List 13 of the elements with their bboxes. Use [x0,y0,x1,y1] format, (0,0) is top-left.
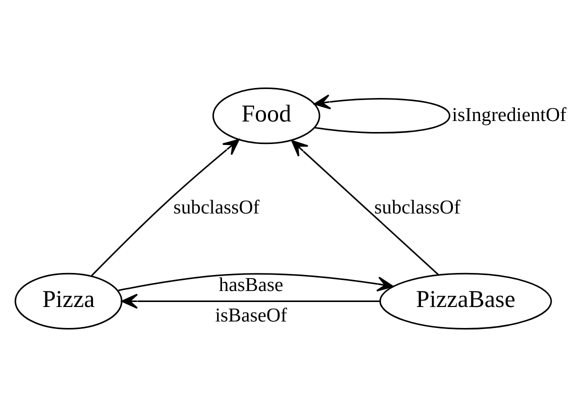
edge-label: subclassOf [374,198,460,219]
edge-label: subclassOf [173,198,260,219]
arrow [121,294,380,309]
arrow [91,138,240,276]
arrow [314,94,450,134]
node-ellipse: Food [212,87,320,144]
arrow [291,140,439,276]
arrow [118,273,394,292]
edge-label: isIngredientOf [452,104,566,126]
edge-label: isBaseOf [215,305,288,326]
node-ellipse: PizzaBase [379,272,552,330]
node-ellipse: Pizza [14,272,122,330]
edge-label: hasBase [218,275,284,296]
